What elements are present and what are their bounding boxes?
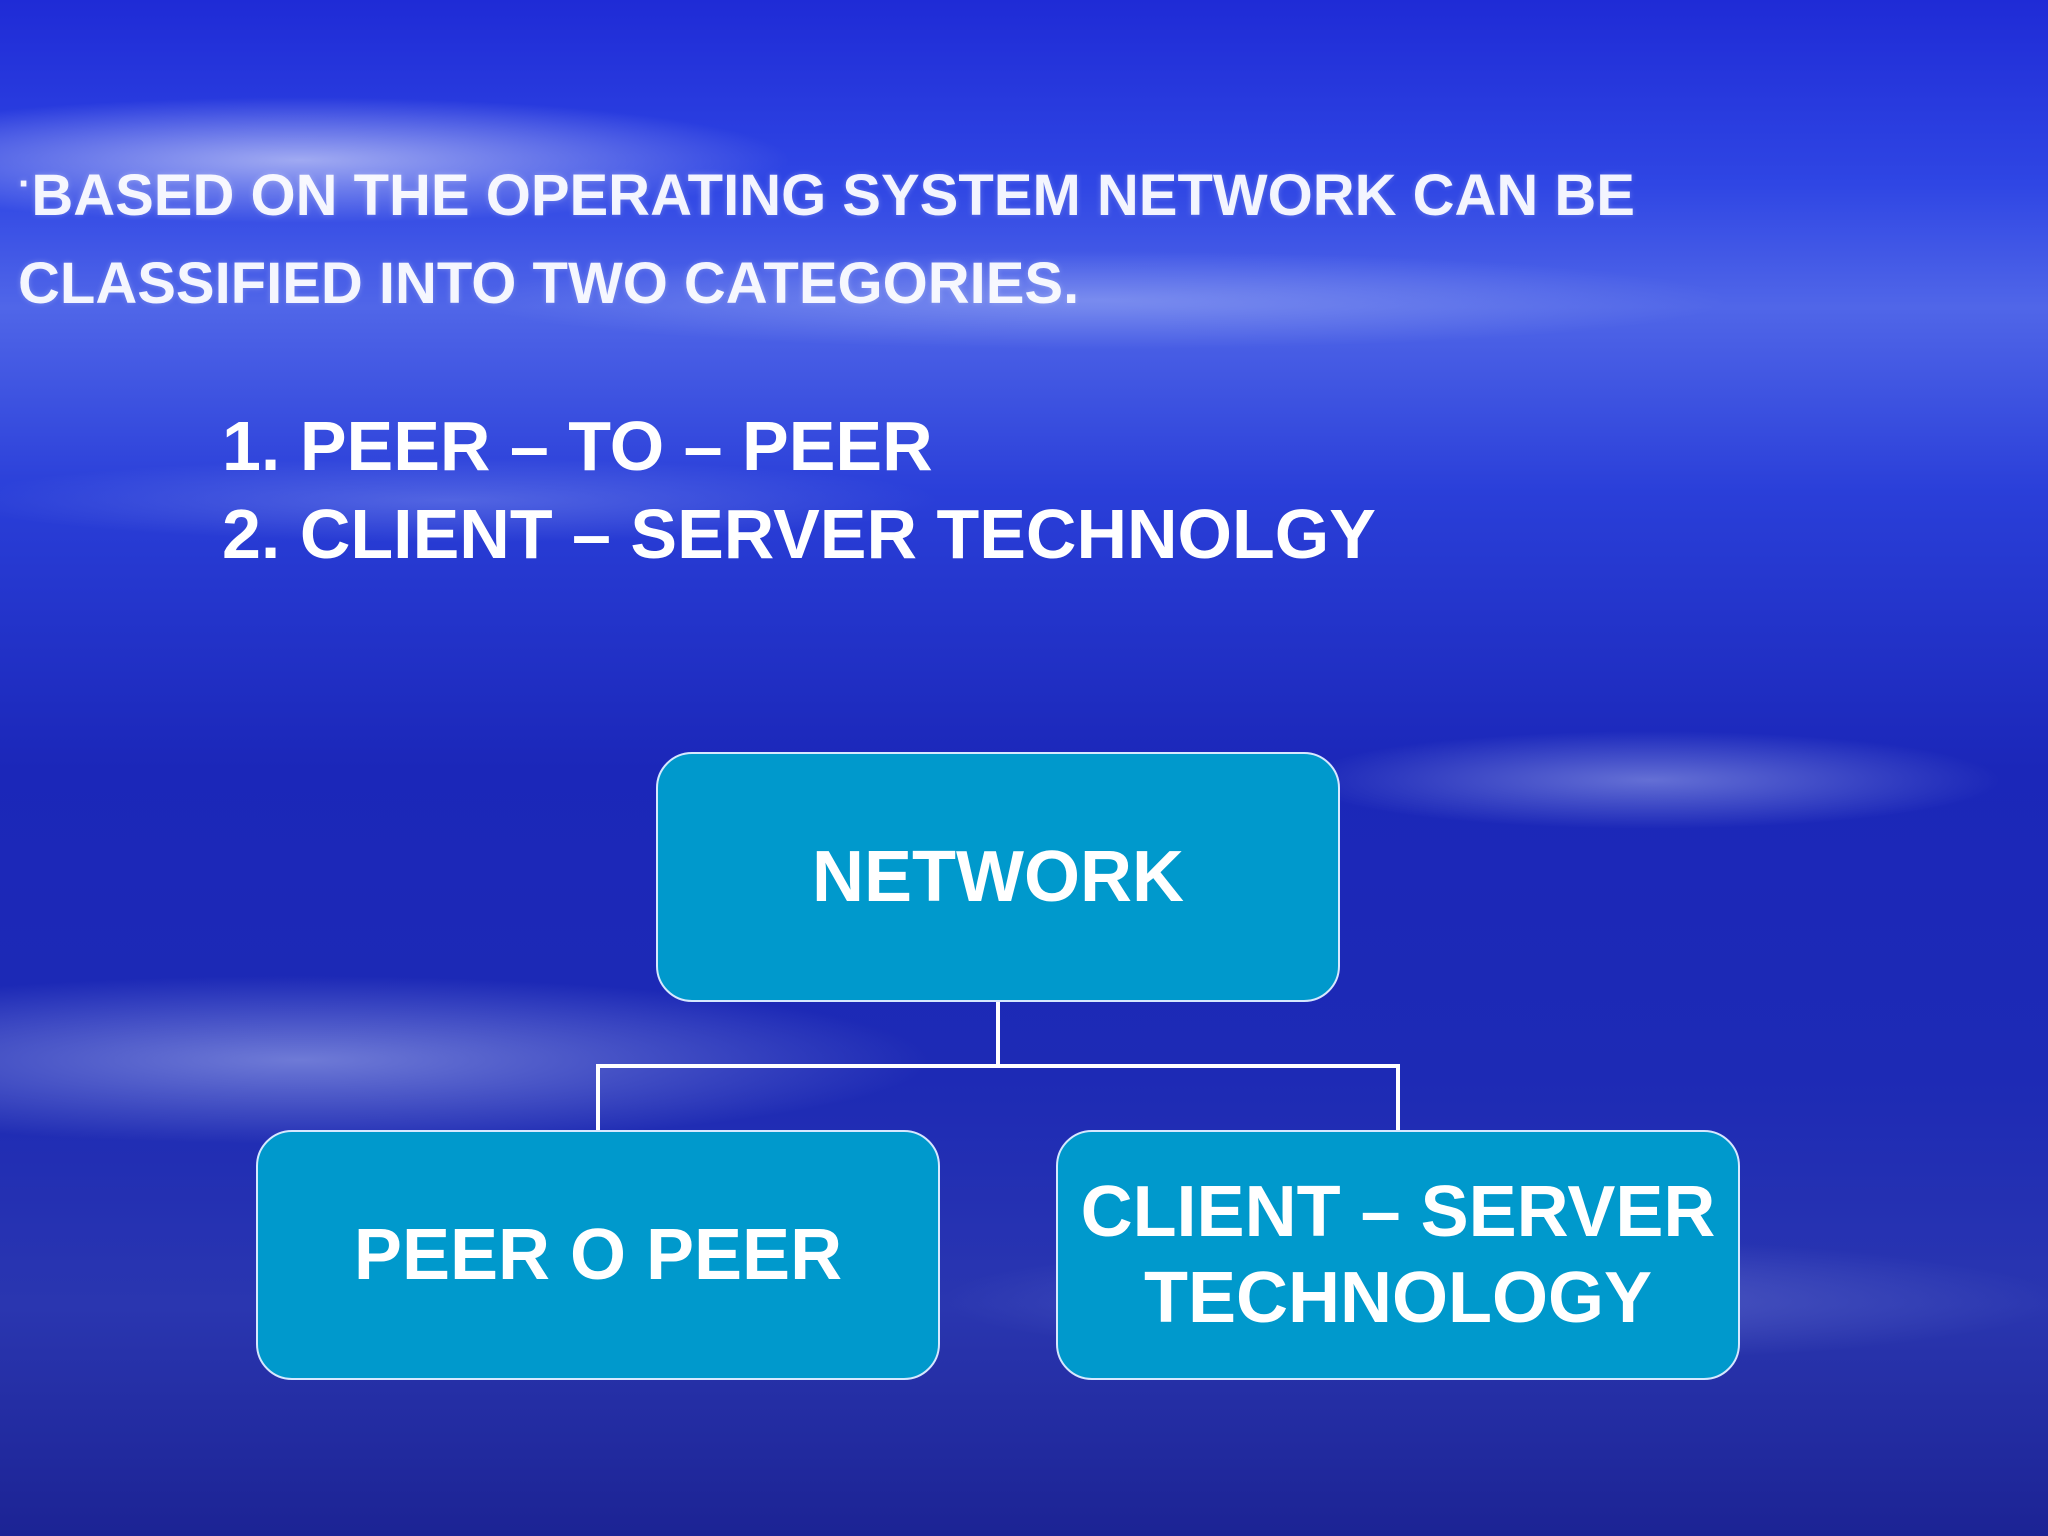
list-item-client-server: 2. CLIENT – SERVER TECHNOLGY <box>222 495 1376 573</box>
connector-root-down <box>996 1002 1000 1066</box>
intro-line-1: BASED ON THE OPERATING SYSTEM NETWORK CA… <box>31 163 1635 228</box>
node-network: NETWORK <box>656 752 1340 1002</box>
category-list: 1. PEER – TO – PEER 2. CLIENT – SERVER T… <box>222 402 1376 578</box>
node-network-label: NETWORK <box>812 837 1184 917</box>
connector-horizontal <box>596 1064 1400 1068</box>
connector-right-down <box>1396 1064 1400 1130</box>
node-client-server-line-1: CLIENT – SERVER <box>1080 1172 1716 1252</box>
bullet-dot: · <box>18 162 32 206</box>
intro-line-2: CLASSIFIED INTO TWO CATEGORIES. <box>18 251 1080 316</box>
node-peer-o-peer: PEER O PEER <box>256 1130 940 1380</box>
node-client-server-line-2: TECHNOLOGY <box>1143 1258 1652 1338</box>
list-item-peer-to-peer: 1. PEER – TO – PEER <box>222 407 933 485</box>
node-client-server: CLIENT – SERVER TECHNOLOGY <box>1056 1130 1740 1380</box>
connector-left-down <box>596 1064 600 1130</box>
node-peer-o-peer-label: PEER O PEER <box>353 1215 843 1295</box>
node-client-server-label: CLIENT – SERVER TECHNOLOGY <box>1081 1169 1716 1341</box>
intro-text: ·BASED ON THE OPERATING SYSTEM NETWORK C… <box>18 140 1818 328</box>
